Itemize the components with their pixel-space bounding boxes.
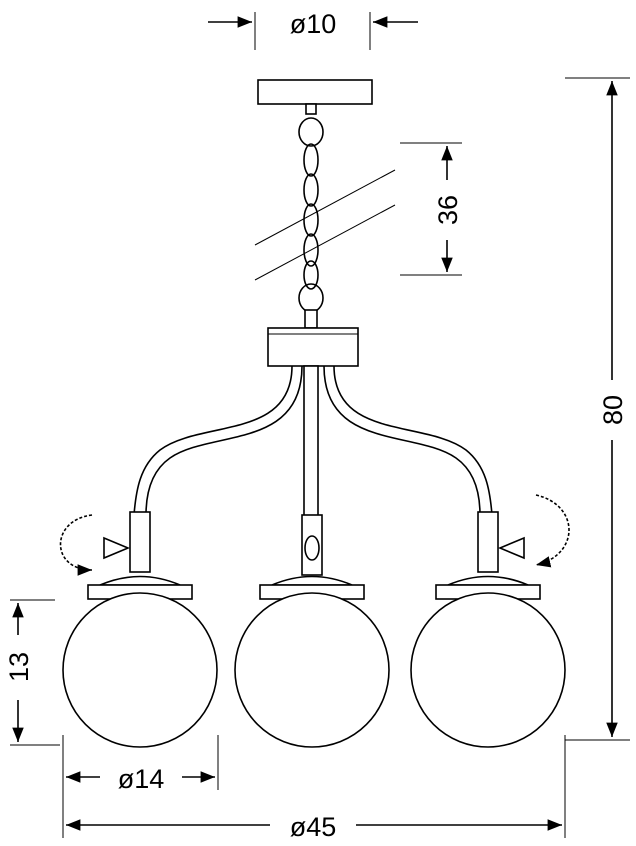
total-diameter-dimension: ø45 bbox=[66, 735, 566, 842]
shade-height-label: 13 bbox=[4, 652, 34, 682]
canopy-diameter-dimension: ø10 bbox=[208, 9, 418, 50]
shade-left bbox=[59, 511, 218, 748]
chain-length-label: 36 bbox=[433, 195, 463, 225]
lamp-arms bbox=[133, 365, 493, 517]
shade-diameter-label: ø14 bbox=[118, 764, 165, 794]
shade-height-dimension: 13 bbox=[4, 599, 60, 746]
break-line bbox=[254, 169, 396, 246]
shade-diameter-dimension: ø14 bbox=[62, 735, 219, 838]
break-line bbox=[254, 204, 396, 281]
chain bbox=[298, 117, 324, 329]
ceiling-canopy bbox=[257, 79, 373, 105]
canopy-diameter-label: ø10 bbox=[290, 9, 337, 39]
chain-length-dimension: 36 bbox=[400, 142, 463, 276]
total-height-label: 80 bbox=[598, 395, 628, 425]
shade-right bbox=[410, 494, 570, 748]
total-height-dimension: 80 bbox=[565, 77, 630, 741]
total-diameter-label: ø45 bbox=[290, 812, 337, 842]
shade-center bbox=[234, 514, 390, 748]
